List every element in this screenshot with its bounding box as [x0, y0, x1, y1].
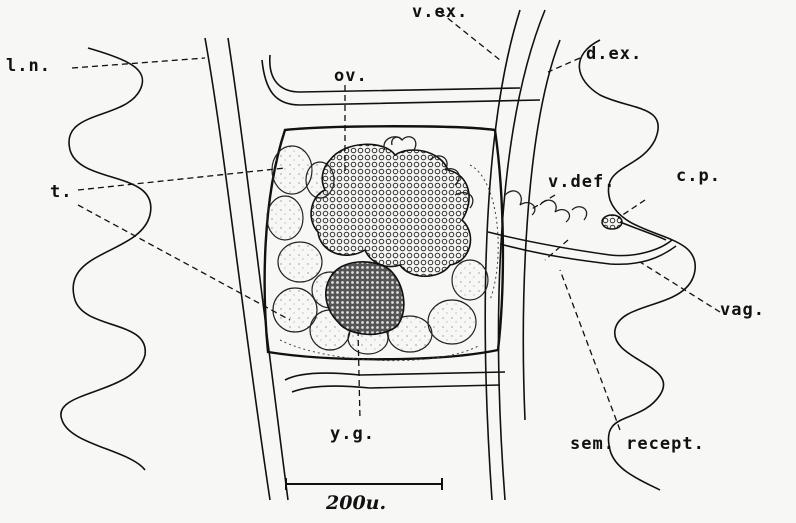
upper-septum-inner [270, 55, 520, 92]
ducts [488, 215, 676, 264]
label-sem-recept: sem. recept. [570, 434, 705, 454]
lower-septum-2 [292, 385, 500, 392]
label-t: t. [50, 182, 72, 202]
label-yg: y.g. [330, 424, 375, 444]
left-body-outline [61, 48, 151, 470]
label-cp: c.p. [676, 166, 721, 186]
label-dex: d.ex. [586, 44, 642, 64]
right-wall-3 [523, 40, 560, 420]
label-vag: vag. [720, 300, 765, 320]
right-body-outline [579, 40, 695, 490]
upper-septum [262, 60, 540, 105]
scale-bar [286, 478, 442, 490]
right-wall-1 [498, 10, 545, 500]
label-vex: v.ex. [412, 2, 468, 22]
label-ov: ov. [334, 66, 368, 86]
lower-septum [285, 372, 505, 380]
label-ln: l.n. [6, 56, 51, 76]
scale-bar-label: 200u. [326, 492, 386, 514]
label-vdef: v.def. [548, 172, 615, 192]
